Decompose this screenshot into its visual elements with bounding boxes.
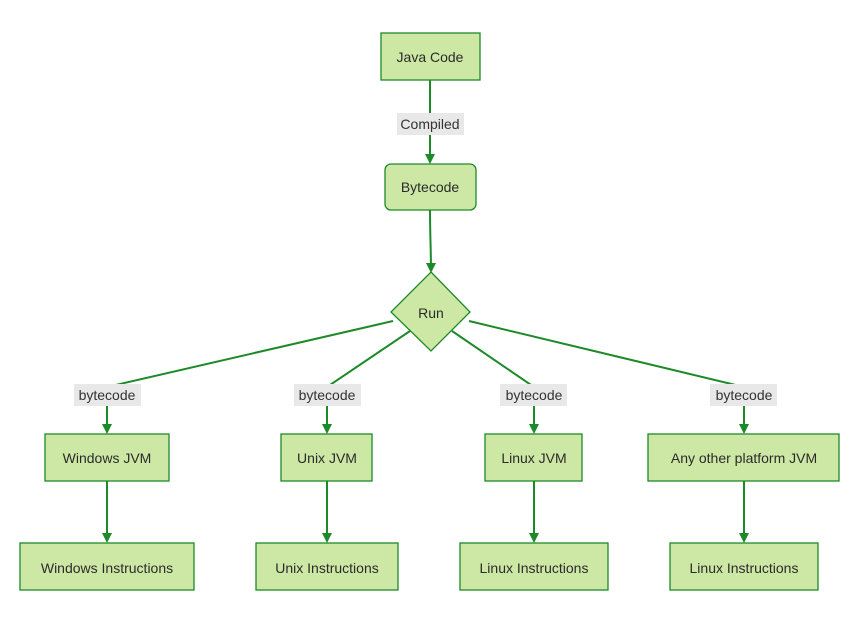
node-windows-instructions-label: Windows Instructions bbox=[41, 560, 173, 576]
node-other-instructions-label: Linux Instructions bbox=[690, 560, 799, 576]
edge-label-linux-text: bytecode bbox=[506, 387, 563, 403]
edge-run-to-unix bbox=[322, 330, 411, 434]
node-windows-instructions[interactable]: Windows Instructions bbox=[19, 542, 195, 591]
node-linux-jvm-label: Linux JVM bbox=[501, 450, 566, 466]
node-bytecode-label: Bytecode bbox=[401, 179, 460, 195]
node-other-instructions[interactable]: Linux Instructions bbox=[669, 542, 819, 591]
node-run-decision[interactable]: Run bbox=[390, 271, 471, 352]
edge-label-other-text: bytecode bbox=[716, 387, 773, 403]
edge-label-compiled-text: Compiled bbox=[400, 116, 459, 132]
node-linux-jvm[interactable]: Linux JVM bbox=[484, 433, 583, 482]
node-unix-instructions[interactable]: Unix Instructions bbox=[255, 542, 399, 591]
edge-label-windows-text: bytecode bbox=[79, 387, 136, 403]
node-linux-instructions[interactable]: Linux Instructions bbox=[459, 542, 609, 591]
node-bytecode[interactable]: Bytecode bbox=[384, 163, 477, 211]
node-windows-jvm[interactable]: Windows JVM bbox=[44, 433, 170, 482]
node-run-label: Run bbox=[418, 305, 444, 321]
edge-label-other: bytecode bbox=[710, 384, 777, 406]
node-other-jvm[interactable]: Any other platform JVM bbox=[647, 433, 840, 482]
edge-label-windows: bytecode bbox=[74, 384, 141, 406]
node-java-code[interactable]: Java Code bbox=[380, 32, 481, 81]
node-java-code-label: Java Code bbox=[397, 49, 464, 65]
node-unix-instructions-label: Unix Instructions bbox=[275, 560, 378, 576]
edge-run-to-windows bbox=[102, 320, 394, 434]
node-other-jvm-label: Any other platform JVM bbox=[671, 450, 817, 466]
edge-label-linux: bytecode bbox=[500, 384, 567, 406]
node-unix-jvm-label: Unix JVM bbox=[297, 450, 357, 466]
edge-label-unix-text: bytecode bbox=[299, 387, 356, 403]
node-windows-jvm-label: Windows JVM bbox=[63, 450, 152, 466]
edge-bytecode-to-run bbox=[425, 209, 436, 273]
node-linux-instructions-label: Linux Instructions bbox=[480, 560, 589, 576]
edge-label-unix: bytecode bbox=[294, 384, 361, 406]
edge-run-to-other bbox=[468, 320, 749, 434]
edge-run-to-linux bbox=[451, 330, 539, 434]
edge-label-compiled: Compiled bbox=[397, 113, 464, 135]
node-unix-jvm[interactable]: Unix JVM bbox=[280, 433, 373, 482]
